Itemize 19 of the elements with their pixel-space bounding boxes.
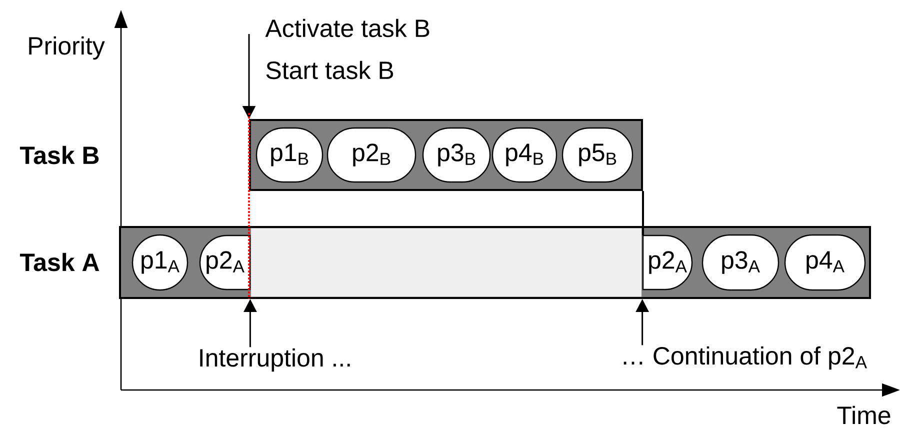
process-pill: p4$_{B}$ <box>492 127 558 183</box>
process-pill: p2$_{B}$ <box>326 127 416 183</box>
marker-line <box>248 113 250 299</box>
process-pill: p5$_{B}$ <box>562 127 634 183</box>
event-text: Interruption ... <box>200 348 350 372</box>
process-pill: p1$_{A}$ <box>132 234 188 291</box>
process-pill: p4$_{A}$ <box>784 234 866 291</box>
axis-label: Time <box>837 406 890 424</box>
annotation-text: Start task B <box>266 60 394 80</box>
row-label: Task B <box>20 146 99 164</box>
row-label: Task A <box>20 252 100 272</box>
axis-label: Priority <box>29 36 105 60</box>
annotation-text: Activate task B <box>265 18 430 38</box>
process-pill: p1$_{B}$ <box>256 127 324 183</box>
process-pill: p3$_{B}$ <box>422 127 491 183</box>
event-text: … Continuation of p2$_{A}$ <box>624 346 867 370</box>
idle-region <box>251 228 642 297</box>
connector-line <box>642 191 644 236</box>
process-pill: p3$_{A}$ <box>702 234 780 291</box>
